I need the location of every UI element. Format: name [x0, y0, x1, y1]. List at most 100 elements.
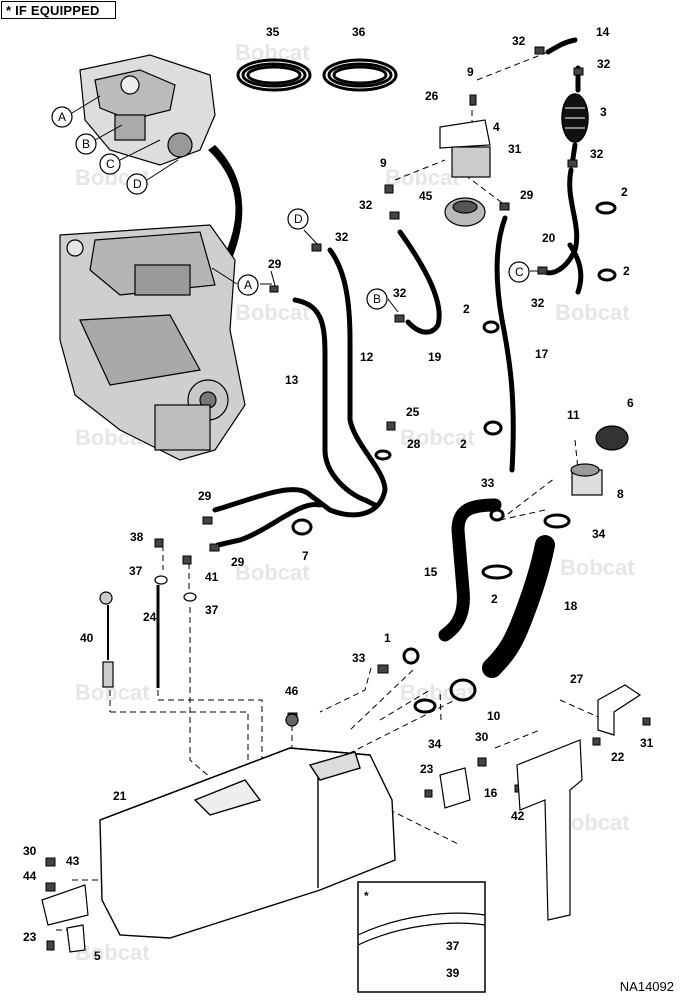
callout: 33 — [481, 476, 495, 490]
reference-marker-labels: A B C D A D B C — [58, 110, 524, 306]
ref-marker-b: B — [82, 137, 90, 151]
callout: 45 — [419, 189, 433, 203]
hose-12 — [212, 247, 388, 518]
callout: 12 — [360, 350, 374, 364]
hose-14 — [545, 37, 578, 55]
callout: 32 — [512, 34, 526, 48]
fuel-cap-assembly — [570, 425, 629, 496]
part-callouts: 35 36 32 14 32 9 3 26 4 31 32 9 45 29 2 … — [23, 25, 654, 980]
callout: 32 — [359, 198, 373, 212]
fuel-filter-assembly — [439, 119, 491, 227]
arrow-graphic — [208, 145, 243, 268]
reference-markers — [51, 106, 530, 310]
watermark: Bobcat — [235, 300, 310, 325]
callout: 26 — [425, 89, 439, 103]
callout: 17 — [535, 347, 549, 361]
callout: 25 — [406, 405, 420, 419]
callout: 22 — [611, 750, 625, 764]
watermark: Bobcat — [560, 555, 635, 580]
hose-return — [215, 502, 323, 548]
callout: 43 — [66, 854, 80, 868]
callout: 37 — [446, 939, 460, 953]
ref-marker-c: C — [515, 265, 524, 279]
hose-coils — [236, 58, 398, 92]
callout: 32 — [335, 230, 349, 244]
asterisk-symbol: * — [6, 2, 12, 18]
hose-18 — [482, 535, 555, 678]
callout: 34 — [592, 527, 606, 541]
ref-marker-b: B — [373, 292, 381, 306]
callout: 2 — [460, 437, 467, 451]
callout: 28 — [407, 437, 421, 451]
hose-17 — [494, 215, 516, 473]
watermark: Bobcat — [400, 425, 475, 450]
watermark: Bobcat — [555, 300, 630, 325]
callout: 44 — [23, 869, 37, 883]
callout: 23 — [23, 930, 37, 944]
callout: 13 — [285, 373, 299, 387]
callout: 33 — [352, 651, 366, 665]
ref-marker-a: A — [244, 278, 252, 292]
callout: 4 — [493, 120, 500, 134]
callout: 19 — [428, 350, 442, 364]
callout: 36 — [352, 25, 366, 39]
callout: 9 — [380, 156, 387, 170]
callout: 46 — [285, 684, 299, 698]
callout: 40 — [80, 631, 94, 645]
hose-clamps — [291, 201, 617, 714]
watermark: Bobcat — [235, 560, 310, 585]
hoses — [212, 37, 584, 548]
callout: 15 — [424, 565, 438, 579]
callout: 14 — [596, 25, 610, 39]
callout: 37 — [129, 564, 143, 578]
callout: 29 — [198, 489, 212, 503]
callout: 32 — [531, 296, 545, 310]
callout: 29 — [231, 555, 245, 569]
callout: 32 — [393, 286, 407, 300]
callout: 2 — [623, 264, 630, 278]
callout: 31 — [508, 142, 522, 156]
callout: 41 — [205, 570, 219, 584]
callout: 16 — [484, 786, 498, 800]
callout: 38 — [130, 530, 144, 544]
callout: 7 — [302, 549, 309, 563]
callout: 31 — [640, 736, 654, 750]
hose-15 — [438, 498, 502, 642]
brackets — [41, 684, 642, 953]
callout: 30 — [23, 844, 37, 858]
callout: 2 — [621, 185, 628, 199]
callout: 35 — [266, 25, 280, 39]
callout: 1 — [384, 631, 391, 645]
watermark: Bobcat — [385, 165, 460, 190]
hose-20 — [542, 167, 580, 276]
callout: 8 — [617, 487, 624, 501]
callout: 30 — [475, 730, 489, 744]
callout: 6 — [627, 396, 634, 410]
engine-small-illustration — [79, 54, 216, 166]
callout: 10 — [487, 709, 501, 723]
if-equipped-label: IF EQUIPPED — [15, 2, 100, 18]
if-equipped-legend: * IF EQUIPPED — [1, 1, 116, 19]
hose-20-loop — [567, 242, 584, 295]
fuel-tank — [99, 747, 396, 939]
callout: 3 — [600, 105, 607, 119]
callout: 32 — [597, 57, 611, 71]
callout: 2 — [491, 592, 498, 606]
callout: 42 — [511, 809, 525, 823]
callout: 34 — [428, 737, 442, 751]
hose-19 — [397, 229, 442, 335]
callout: 9 — [467, 65, 474, 79]
ref-marker-a: A — [58, 110, 66, 124]
engine-large-illustration — [59, 224, 246, 461]
callout: 5 — [94, 949, 101, 963]
callout: 32 — [590, 147, 604, 161]
callout: 18 — [564, 599, 578, 613]
callout: 39 — [446, 966, 460, 980]
drawing-number: NA14092 — [619, 979, 674, 994]
inset-asterisk: * — [364, 889, 369, 903]
callout: 37 — [205, 603, 219, 617]
callout: 24 — [143, 610, 157, 624]
primer-bulb — [561, 93, 589, 143]
callout: 27 — [570, 672, 584, 686]
